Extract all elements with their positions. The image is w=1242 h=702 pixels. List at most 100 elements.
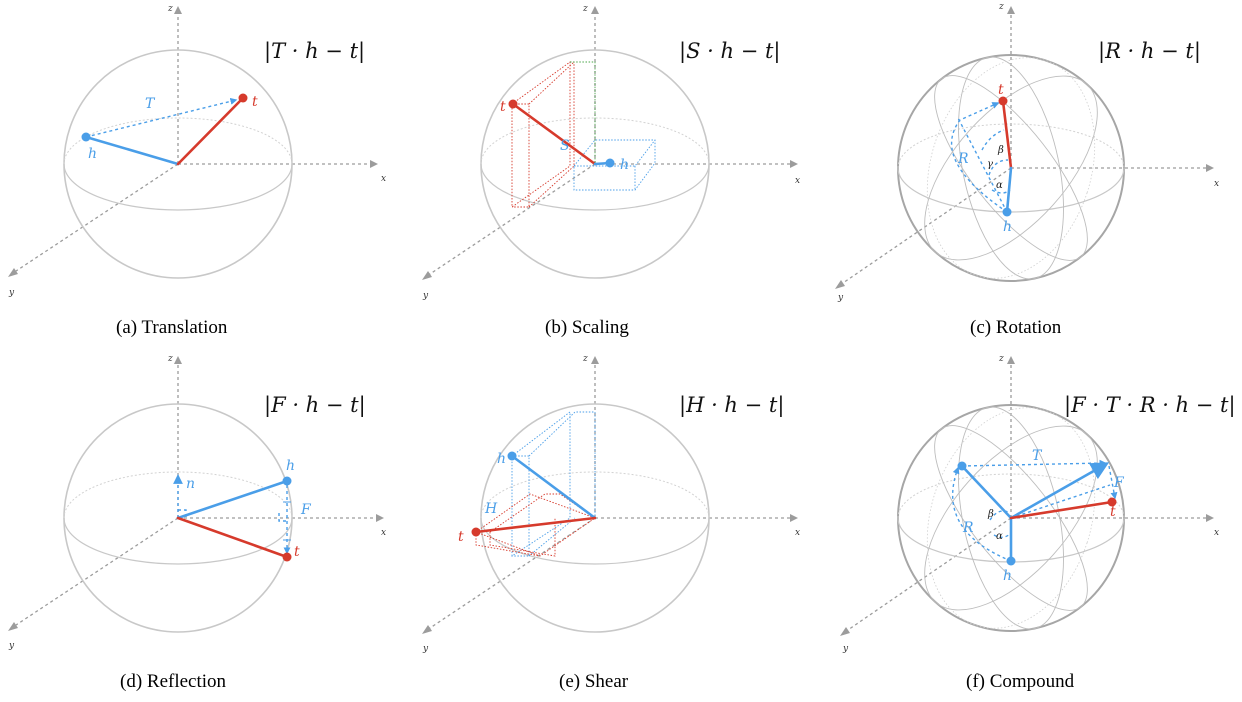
panel-reflection: z x y n F h t |F · h − t| (d) Reflection	[8, 354, 386, 692]
equator-back	[480, 471, 710, 519]
rotation-label: R	[957, 151, 969, 167]
z-axis-label: z	[998, 2, 1004, 12]
head-label: h	[497, 451, 506, 467]
head-vector	[84, 135, 180, 166]
y-axis-arrowhead	[8, 268, 18, 277]
scaling-guide	[570, 61, 596, 164]
beta-label: β	[987, 509, 994, 520]
caption: (c) Rotation	[970, 317, 1062, 338]
z-axis-arrowhead	[1007, 356, 1015, 364]
panel-compound: z x y h t T F R β α	[840, 354, 1236, 692]
x-axis-label: x	[381, 174, 386, 184]
great-circles	[924, 56, 1098, 280]
score-formula: |S · h − t|	[679, 39, 780, 64]
tail-label: t	[294, 544, 300, 560]
tail-vector	[511, 102, 597, 166]
y-axis-arrowhead	[835, 280, 845, 289]
translation-label: T	[1032, 448, 1043, 464]
panel-scaling: z x y t h S |S	[422, 4, 800, 338]
rotated-vector	[960, 464, 1013, 520]
x-axis-arrowhead	[1206, 514, 1214, 522]
y-axis	[844, 517, 1012, 633]
y-axis	[426, 163, 596, 277]
x-axis-label: x	[381, 528, 386, 538]
z-axis-label: z	[167, 354, 173, 364]
y-axis-arrowhead	[422, 271, 432, 280]
x-axis-arrowhead	[790, 514, 798, 522]
x-axis-label: x	[795, 528, 800, 538]
y-axis	[12, 163, 179, 274]
score-formula: |T · h − t|	[264, 39, 365, 64]
x-axis-arrowhead	[376, 514, 384, 522]
alpha-label: α	[996, 531, 1003, 542]
y-axis-label: y	[422, 644, 429, 654]
caption: (a) Translation	[116, 317, 228, 338]
equator-front	[63, 163, 293, 211]
equator-back	[63, 471, 293, 519]
reflection-label: F	[300, 502, 312, 518]
head-vector	[510, 454, 597, 520]
z-axis-arrowhead	[174, 356, 182, 364]
z-axis-arrowhead	[174, 6, 182, 14]
tail-point	[508, 99, 518, 109]
panel-rotation: z x y t h R β γ α |R · h − t| (c) Rota	[835, 2, 1219, 338]
translation-vector	[85, 97, 238, 138]
head-label: h	[1003, 568, 1012, 584]
y-axis	[426, 517, 596, 631]
y-axis-arrowhead	[840, 627, 850, 636]
x-axis-arrowhead	[790, 160, 798, 168]
scaling-label: S	[560, 138, 570, 154]
score-formula: |R · h − t|	[1098, 39, 1201, 64]
z-axis-arrowhead	[591, 356, 599, 364]
caption: (f) Compound	[966, 671, 1075, 692]
tail-point	[1107, 497, 1117, 507]
equator-back	[480, 117, 710, 165]
tail-point	[998, 96, 1008, 106]
y-axis	[12, 517, 179, 628]
equator-back	[897, 123, 1125, 169]
z-axis-label: z	[582, 4, 588, 14]
gamma-arc	[988, 159, 1009, 176]
x-axis-arrowhead	[1206, 164, 1214, 172]
translation-label: T	[145, 96, 156, 112]
caption: (e) Shear	[559, 671, 629, 692]
great-circles	[924, 406, 1098, 630]
y-axis-label: y	[422, 291, 429, 301]
head-point	[507, 451, 517, 461]
tail-label: t	[500, 99, 506, 115]
head-point	[605, 158, 615, 168]
score-formula: |F · T · R · h − t|	[1064, 393, 1236, 418]
head-label: h	[286, 458, 295, 474]
head-point	[81, 132, 91, 142]
equator-front	[480, 163, 710, 211]
beta-arc	[981, 129, 1005, 151]
rotation-arc	[950, 102, 1008, 213]
z-axis-label: z	[998, 354, 1004, 364]
alpha-label: α	[996, 180, 1003, 191]
panel-shear: z x y h t H |H · h − t| (e)	[422, 354, 800, 692]
x-axis-label: x	[795, 176, 800, 186]
tail-point	[238, 93, 248, 103]
gamma-label: γ	[987, 159, 993, 170]
score-formula: |H · h − t|	[679, 393, 784, 418]
tail-vector	[1009, 500, 1114, 520]
tail-label: t	[458, 529, 464, 545]
reflection-label: F	[1113, 475, 1125, 491]
equator-front	[63, 517, 293, 565]
tail-vector	[1001, 99, 1013, 170]
y-axis-label: y	[8, 641, 15, 651]
head-box	[573, 139, 656, 191]
rotated-point	[957, 461, 967, 471]
z-axis-arrowhead	[591, 6, 599, 14]
head-vector	[176, 479, 289, 520]
score-formula: |F · h − t|	[264, 393, 366, 418]
z-axis-label: z	[582, 354, 588, 364]
reflection-right-angle	[278, 513, 287, 522]
y-axis	[839, 167, 1012, 286]
tail-vector	[474, 516, 597, 534]
x-axis-arrowhead	[370, 160, 378, 168]
beta-label: β	[997, 145, 1004, 156]
tail-label: t	[1110, 504, 1116, 520]
tail-label: t	[998, 82, 1004, 98]
caption: (d) Reflection	[120, 671, 227, 692]
